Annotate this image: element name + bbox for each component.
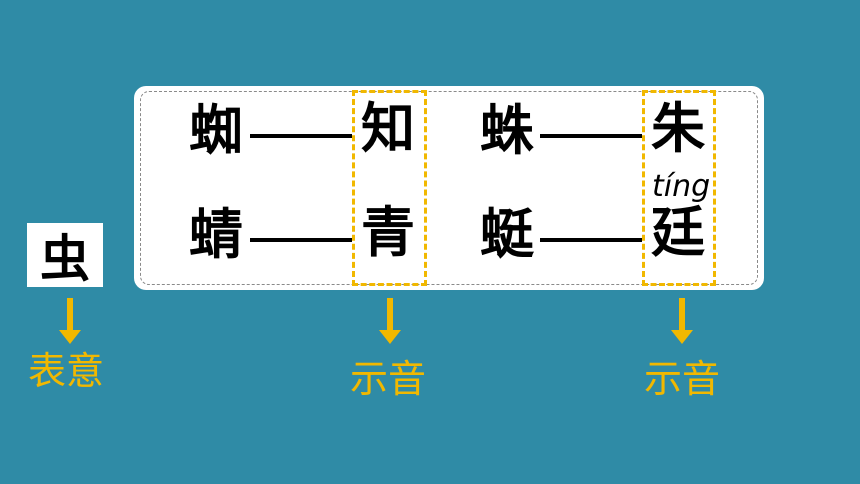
phonetic-zhu: 朱: [651, 96, 705, 160]
phonetic-qing: 青: [361, 200, 415, 264]
phonetic-highlight-right: [642, 90, 716, 286]
radical-insect: 虫: [27, 223, 103, 288]
label-sound-left: 示音: [350, 357, 427, 401]
char-zhu-spider: 蛛: [480, 98, 534, 162]
phonetic-ting: 廷: [651, 200, 705, 264]
char-qing-dragonfly: 蜻: [189, 202, 243, 266]
arrow-down-icon: [671, 298, 693, 344]
connector-dash: [540, 134, 642, 138]
phonetic-zhi: 知: [361, 96, 415, 160]
connector-dash: [540, 238, 642, 242]
char-zhi-spider: 蜘: [189, 98, 243, 162]
label-sound-right: 示音: [644, 357, 721, 401]
connector-dash: [250, 134, 352, 138]
connector-dash: [250, 238, 352, 242]
card-dashed-border: [140, 91, 758, 285]
label-meaning: 表意: [28, 349, 105, 393]
char-ting-dragonfly: 蜓: [480, 202, 534, 266]
phonetic-highlight-left: [352, 90, 427, 286]
arrow-down-icon: [59, 298, 81, 344]
pinyin-ting: tíng: [652, 169, 711, 204]
arrow-down-icon: [379, 298, 401, 344]
character-card: [134, 86, 764, 290]
